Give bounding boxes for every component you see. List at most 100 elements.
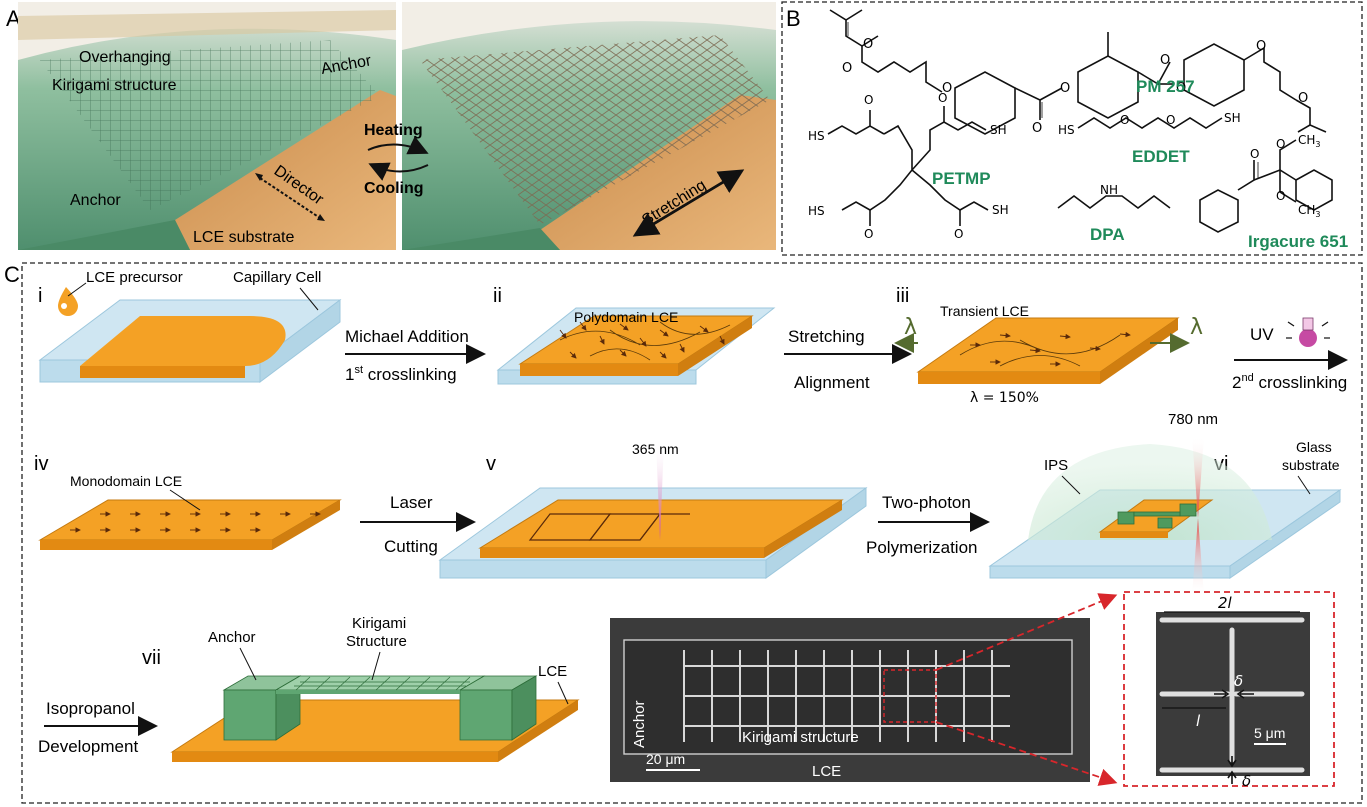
- cutting-label: Cutting: [384, 537, 438, 556]
- petmp-sh1: SH: [990, 123, 1007, 137]
- step-vii: vii Anchor: [142, 615, 580, 762]
- pm257-o2: O: [863, 37, 873, 52]
- sem-zoom-panel: 2l l δ δ 5 μm: [1123, 591, 1335, 790]
- monodomain-lce-label: Monodomain LCE: [70, 473, 182, 489]
- panel-b-border: [781, 1, 1363, 256]
- panel-b: B O O O O O O O O O PM 25: [781, 1, 1363, 256]
- printed-anchors: [1117, 503, 1197, 529]
- pm257-structure: [829, 9, 1327, 135]
- polydomain-lce-label: Polydomain LCE: [574, 309, 678, 325]
- stretching-step-label: Stretching: [788, 327, 865, 346]
- isopropanol-label: Isopropanol: [46, 699, 135, 718]
- lambda-left: λ: [904, 315, 917, 340]
- step-i: i LCE precursor Capillary Cell: [38, 269, 342, 383]
- petmp-o2: O: [938, 91, 947, 105]
- step-i-label: i: [38, 285, 42, 307]
- pm257-o3: O: [942, 81, 952, 96]
- eddet-hs: HS: [1058, 123, 1075, 137]
- zoom-arrow-top: [935, 593, 1118, 671]
- lce-substrate-label: LCE substrate: [193, 229, 294, 246]
- irgacure-label: Irgacure 651: [1248, 232, 1348, 251]
- zoom-arrow-bottom: [935, 721, 1118, 786]
- petmp-o1: O: [864, 93, 873, 107]
- pm257-label: PM 257: [1136, 77, 1195, 96]
- pm257-o7: O: [1176, 81, 1186, 96]
- sem-scale-label: 20 μm: [646, 751, 685, 767]
- development-label: Development: [38, 737, 138, 756]
- kirigami-vii-label-2: Structure: [346, 633, 407, 650]
- zoom-delta-label-2: δ: [1242, 772, 1251, 790]
- glass-label: Glass: [1296, 439, 1332, 455]
- panel-a-render-before: [18, 2, 396, 250]
- substrate-label: substrate: [1282, 457, 1340, 473]
- petmp-o4: O: [954, 227, 963, 241]
- left-anchor-block: [223, 689, 277, 741]
- dpa-label: DPA: [1090, 225, 1125, 244]
- uv-laser-beam: [656, 442, 664, 540]
- alignment-label: Alignment: [794, 373, 870, 392]
- capillary-cell-label: Capillary Cell: [233, 269, 321, 286]
- pm257-o6: O: [1160, 53, 1170, 68]
- irgacure-ch3-2: CH3: [1298, 203, 1321, 219]
- kirigami-vii-label-1: Kirigami: [352, 615, 406, 632]
- two-photon-label: Two-photon: [882, 493, 971, 512]
- lambda-right: λ: [1190, 315, 1203, 340]
- petmp-hs1: HS: [808, 129, 825, 143]
- dpa-nh: NH: [1100, 183, 1118, 197]
- nm780-label: 780 nm: [1168, 411, 1218, 428]
- sem-zoom-box: [883, 669, 937, 723]
- lambda-value-label: λ = 150%: [970, 390, 1039, 406]
- overhanging-label: Overhanging: [79, 49, 171, 66]
- second-crosslinking-label: 2nd crosslinking: [1232, 372, 1347, 392]
- eddet-o2: O: [1166, 113, 1175, 127]
- step-vii-label: vii: [142, 647, 161, 669]
- ir-laser-beam: [1192, 436, 1204, 518]
- kirigami-bridge: [274, 675, 486, 691]
- panel-c-label: C: [4, 262, 20, 287]
- step-iii-label: iii: [896, 285, 909, 307]
- step-v: v 365 nm: [438, 441, 868, 579]
- eddet-structure: [1077, 117, 1223, 129]
- petmp-structure: [827, 106, 989, 226]
- right-anchor-block: [459, 689, 513, 741]
- cooling-arrow: [368, 162, 429, 181]
- pm257-o5: O: [1060, 81, 1070, 96]
- pm257-o4: O: [1032, 121, 1042, 136]
- eddet-label: EDDET: [1132, 147, 1190, 166]
- first-crosslinking-label: 1st crosslinking: [345, 364, 457, 384]
- pm257-o9: O: [1298, 91, 1308, 106]
- uv-lamp-icon: [1286, 317, 1330, 347]
- anchor-vii-label: Anchor: [208, 629, 256, 646]
- sem-anchor-label: Anchor: [631, 700, 648, 748]
- eddet-sh: SH: [1224, 111, 1241, 125]
- sem-kirigami-label: Kirigami structure: [742, 729, 859, 746]
- panel-c-border: [21, 262, 1363, 804]
- panel-c: C i LCE precursor Capillary Cell Michael…: [4, 262, 1363, 804]
- petmp-o3: O: [864, 227, 873, 241]
- lce-precursor-label: LCE precursor: [86, 269, 183, 286]
- step-iv-label: iv: [34, 453, 48, 475]
- petmp-sh2: SH: [992, 203, 1009, 217]
- eddet-o1: O: [1120, 113, 1129, 127]
- petmp-label: PETMP: [932, 169, 991, 188]
- irgacure-o3: O: [1276, 189, 1285, 203]
- heating-label: Heating: [364, 122, 423, 139]
- pm257-o1: O: [842, 61, 852, 76]
- director-arrow: [259, 177, 321, 219]
- step-vi: vi 780 nm IPS Glass substrate: [988, 411, 1342, 596]
- panel-a-render-after: [402, 2, 776, 250]
- panel-b-label: B: [786, 6, 801, 31]
- anchor-left-label: Anchor: [70, 192, 121, 209]
- pm257-o8: O: [1256, 39, 1266, 54]
- kirigami-structure-label: Kirigami structure: [52, 77, 177, 94]
- cooling-label: Cooling: [364, 180, 424, 197]
- transient-lce-label: Transient LCE: [940, 303, 1029, 319]
- nm365-label: 365 nm: [632, 441, 679, 457]
- petmp-hs2: HS: [808, 204, 825, 218]
- panel-a: A Overhanging Kirigami structure Anchor …: [6, 2, 776, 250]
- laser-label: Laser: [390, 493, 433, 512]
- step-iv: iv Monodomain LCE: [34, 453, 342, 550]
- dpa-structure: [1057, 195, 1171, 209]
- uv-label: UV: [1250, 325, 1274, 344]
